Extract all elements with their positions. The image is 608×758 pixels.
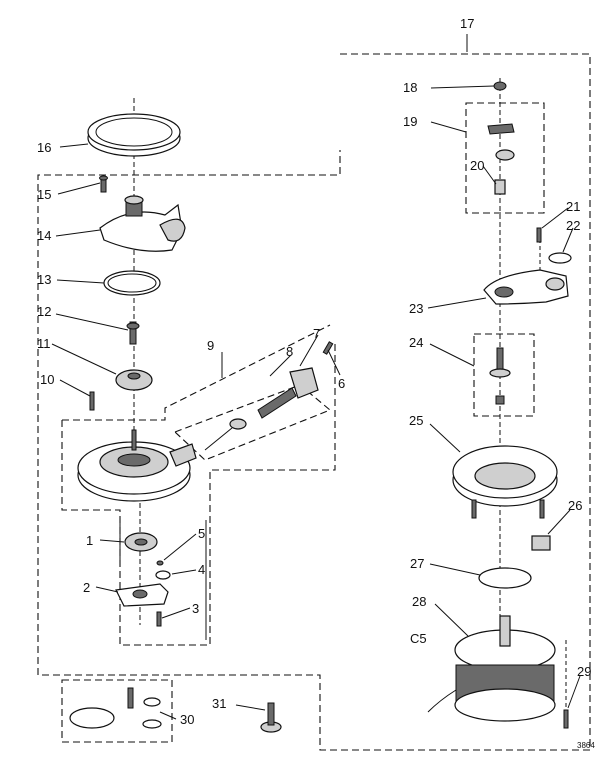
part-2-bracket (115, 583, 169, 607)
callout-2: 2 (83, 580, 90, 595)
part-3-screw (156, 611, 162, 627)
part-23-arm-plate (483, 269, 569, 305)
callout-19: 19 (403, 114, 417, 129)
part-29-screw (563, 709, 569, 729)
callout-20: 20 (470, 158, 484, 173)
callout-3: 3 (192, 601, 199, 616)
callout-31: 31 (212, 696, 226, 711)
part-18-cap (493, 81, 507, 91)
part-31-foot (260, 702, 282, 733)
callout-10: 10 (40, 372, 54, 387)
part-12-shaft (126, 321, 140, 345)
callout-labels: 1 2 3 4 5 6 7 8 9 10 11 12 13 14 15 16 1… (37, 16, 595, 750)
callout-28: 28 (412, 594, 426, 609)
part-24-shaft-parts (489, 347, 511, 405)
part-5-4-washers (155, 560, 171, 580)
part-13-ring (103, 270, 161, 296)
callout-4: 4 (198, 562, 205, 577)
callout-14: 14 (37, 228, 51, 243)
part-11-hub (115, 369, 153, 391)
group-outlines (37, 53, 591, 751)
part-28-motor (427, 615, 556, 722)
callout-11: 11 (37, 336, 51, 351)
callout-27: 27 (410, 556, 424, 571)
callout-7: 7 (313, 326, 320, 341)
part-27-disc (478, 567, 532, 589)
callout-6: 6 (338, 376, 345, 391)
callout-24: 24 (409, 335, 423, 350)
part-16-ring-seal (87, 113, 181, 157)
callout-23: 23 (409, 301, 423, 316)
callout-16: 16 (37, 140, 51, 155)
part-10-screw (89, 391, 95, 411)
part-15-screw (99, 175, 108, 193)
callout-17: 17 (460, 16, 474, 31)
callout-5: 5 (198, 526, 205, 541)
callout-1: 1 (86, 533, 93, 548)
part-14-gear-plate (99, 195, 186, 252)
callout-21: 21 (566, 199, 580, 214)
part-20-bushing (494, 179, 506, 195)
leader-lines (51, 34, 581, 720)
callout-26: 26 (568, 498, 582, 513)
diagram-id: 3864 (577, 741, 595, 750)
part-26-clip (531, 535, 551, 551)
callout-8: 8 (286, 344, 293, 359)
part-1-impeller (124, 532, 158, 552)
part-pump-assembly (204, 341, 334, 451)
callout-18: 18 (403, 80, 417, 95)
code-mark: C5 (410, 631, 427, 646)
callout-9: 9 (207, 338, 214, 353)
callout-25: 25 (409, 413, 423, 428)
callout-15: 15 (37, 187, 51, 202)
callout-12: 12 (37, 304, 51, 319)
part-22-washer (548, 252, 572, 264)
callout-13: 13 (37, 272, 51, 287)
part-30-kit (69, 687, 162, 729)
part-25-motor-mount (452, 445, 558, 519)
callout-29: 29 (577, 664, 591, 679)
callout-22: 22 (566, 218, 580, 233)
callout-30: 30 (180, 712, 194, 727)
part-21-screw (536, 227, 542, 243)
part-main-housing (77, 429, 197, 502)
part-19-clutch-parts (487, 123, 515, 161)
